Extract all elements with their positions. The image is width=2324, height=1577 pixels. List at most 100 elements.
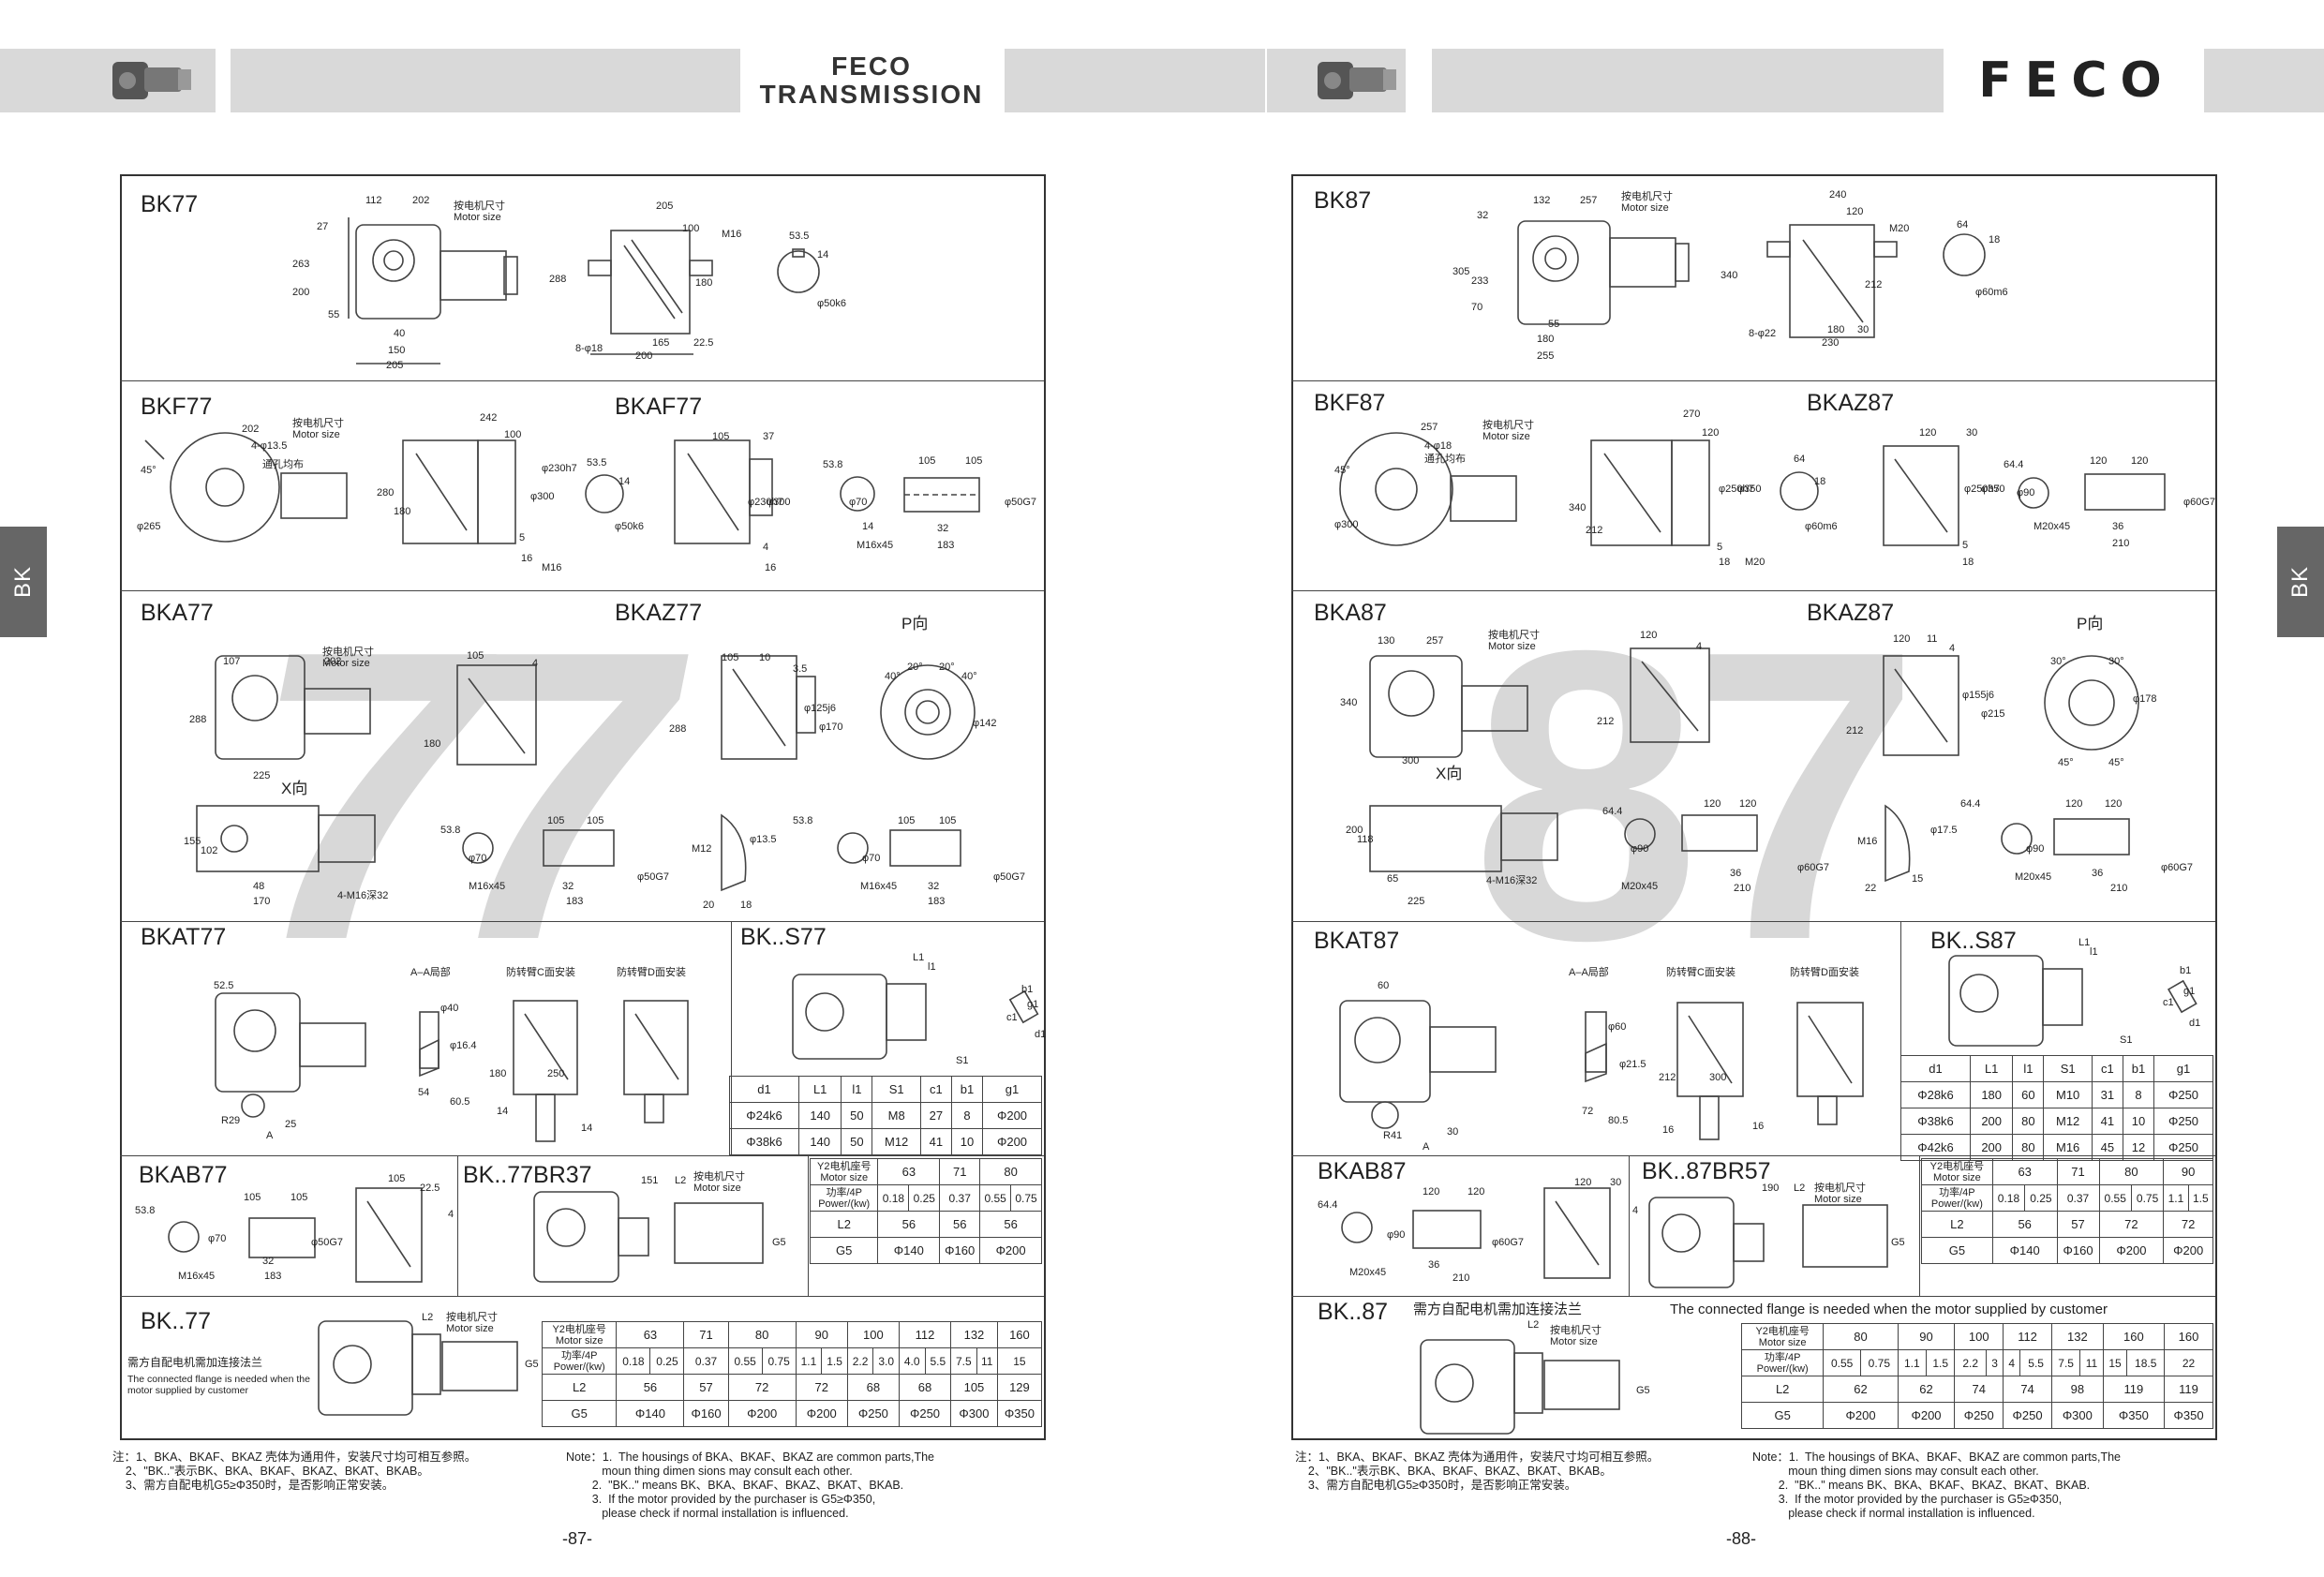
table-cell: 0.55 — [727, 1347, 763, 1375]
table-cell: 11 — [2079, 1349, 2104, 1376]
table-cell: 12 — [2122, 1134, 2155, 1161]
dim-label-bkf: 5 — [1717, 542, 1723, 553]
dim-label-bkaz: 212 — [1846, 725, 1864, 736]
dim-label-bkaz_top: 18 — [1962, 557, 1974, 568]
table-cell: 50 — [841, 1102, 873, 1129]
dim-label-bkf: 45° — [1334, 465, 1350, 476]
table-cell: 2.2 — [846, 1347, 874, 1375]
dim-label-bkaf: M16x45 — [857, 540, 894, 551]
table-cell: Φ200 — [1823, 1402, 1899, 1429]
table-cell: d1 — [1900, 1055, 1971, 1082]
dim-label-bkaz: M16x45 — [860, 881, 898, 892]
table-cell: M12 — [2043, 1108, 2093, 1135]
table-cell: Φ38k6 — [1900, 1108, 1971, 1135]
dim-label-bkaz: φ170 — [819, 722, 843, 733]
right-header-bar-b — [1432, 49, 1944, 112]
dim-label-bkf: 4-φ13.5 — [251, 440, 288, 452]
title-bka77: BKA77 — [141, 600, 214, 626]
dim-label-bka: 288 — [189, 714, 207, 725]
dim-label-bkbr: L2 — [675, 1175, 687, 1186]
dim-label-bkaf: 32 — [937, 523, 949, 534]
dim-label-bkf: 257 — [1421, 422, 1438, 433]
table-cell: Φ250 — [846, 1400, 900, 1427]
table-cell: 98 — [2050, 1376, 2104, 1403]
dim-label-bkf: M16 — [542, 562, 562, 573]
dim-label-bk: 32 — [1477, 210, 1489, 221]
dim-label-bkat: A — [1423, 1141, 1430, 1153]
dim-label-bks: c1 — [2163, 997, 2174, 1008]
table-cell: g1 — [982, 1076, 1042, 1103]
table-cell: 72 — [2163, 1211, 2213, 1238]
dim-label-bkf: φ300 — [1334, 519, 1359, 530]
table-cell: b1 — [2122, 1055, 2155, 1082]
table-cell: Φ200 — [2163, 1237, 2213, 1264]
dim-label-bkaz_top: φ250h7 — [1964, 484, 2000, 495]
dim-label-bka: 130 — [1378, 635, 1395, 647]
dim-label-bka: 65 — [1387, 873, 1399, 885]
drawing-bkf77-shaft — [585, 474, 624, 513]
title-bkaz77: BKAZ77 — [615, 600, 703, 626]
dim-label-bkaz: φ13.5 — [750, 834, 777, 845]
drawing-bk87-front — [1517, 220, 1690, 325]
dim-label-bk: 30 — [1857, 324, 1870, 335]
dim-label-bk: 100 — [682, 223, 700, 234]
title-bkf87: BKF87 — [1314, 390, 1386, 416]
title-bkaz87-top: BKAZ87 — [1807, 390, 1895, 416]
dim-label-bka: 120 — [1640, 630, 1658, 641]
table-cell: L2 — [1740, 1376, 1825, 1403]
table-cell: 160 — [2102, 1323, 2166, 1350]
table-cell: Φ160 — [2056, 1237, 2100, 1264]
dim-label-bkaz: 3.5 — [793, 663, 808, 675]
table-cell: 80 — [2012, 1134, 2045, 1161]
ann-bk77plain-flange-en: The connected flange is needed when the … — [127, 1374, 310, 1396]
title-bkbr37: BK..77BR37 — [463, 1162, 592, 1188]
table-cell: 56 — [616, 1374, 685, 1401]
dim-label-bkat: 212 — [1659, 1072, 1676, 1083]
table-cell: 63 — [1991, 1158, 2058, 1185]
dim-label-bk: 112 — [365, 195, 382, 206]
dim-label-bkaz_top: M20x45 — [2034, 521, 2071, 532]
table-cell: 0.75 — [1860, 1349, 1899, 1376]
gearbox-thumbnail-right — [1318, 62, 1396, 99]
table-cell: 41 — [919, 1128, 952, 1155]
table-cell: 62 — [1897, 1376, 1956, 1403]
drawing-bka77-side — [456, 664, 537, 766]
dim-label-bks: g1 — [1027, 999, 1039, 1010]
dim-label-bk: 70 — [1471, 302, 1483, 313]
dim-label-bks: S1 — [956, 1055, 969, 1066]
table-cell: l1 — [2012, 1055, 2045, 1082]
table-cell: Φ28k6 — [1900, 1081, 1971, 1108]
table-cell: 1.1 — [2163, 1184, 2189, 1212]
dim-label-bka: 210 — [1734, 883, 1751, 894]
dim-label-bka: 200 — [1346, 825, 1363, 836]
table-cell: 0.25 — [649, 1347, 685, 1375]
drawing-bka87-shaft — [1624, 814, 1758, 852]
dim-label-bkf: 280 — [377, 487, 395, 498]
dim-label-bkaz: 120 — [1893, 633, 1911, 645]
dim-label-bks: l1 — [2090, 946, 2098, 958]
table-cell: Φ24k6 — [729, 1102, 799, 1129]
table-cell: 0.55 — [2098, 1184, 2132, 1212]
table-cell: 68 — [898, 1374, 952, 1401]
table-cell: 112 — [2003, 1323, 2052, 1350]
dim-label-bkf: M20 — [1745, 557, 1765, 568]
dim-label-bkaz: φ60G7 — [2161, 862, 2194, 873]
dim-label-bkaz: 210 — [2110, 883, 2128, 894]
title-bkab77: BKAB77 — [139, 1162, 228, 1188]
dim-label-bk: 255 — [1537, 350, 1555, 362]
table-cell: 72 — [795, 1374, 848, 1401]
dim-label-bkaz: 45° — [2058, 757, 2074, 768]
drawing-bkaz87-shaft — [2001, 818, 2130, 855]
dim-label-bka: 120 — [1739, 798, 1757, 810]
drawing-bkaz87-arm — [1885, 804, 1911, 883]
dim-label-bk: 132 — [1533, 195, 1551, 206]
dim-label-bka: 107 — [223, 656, 241, 667]
dim-label-bkaf: 16 — [765, 562, 777, 573]
table-cell: G5 — [1740, 1402, 1825, 1429]
drawing-bkf87-side — [1590, 439, 1710, 546]
dim-label-bkab: φ60G7 — [1492, 1237, 1525, 1248]
table-cell: 2.2 — [1954, 1349, 1987, 1376]
